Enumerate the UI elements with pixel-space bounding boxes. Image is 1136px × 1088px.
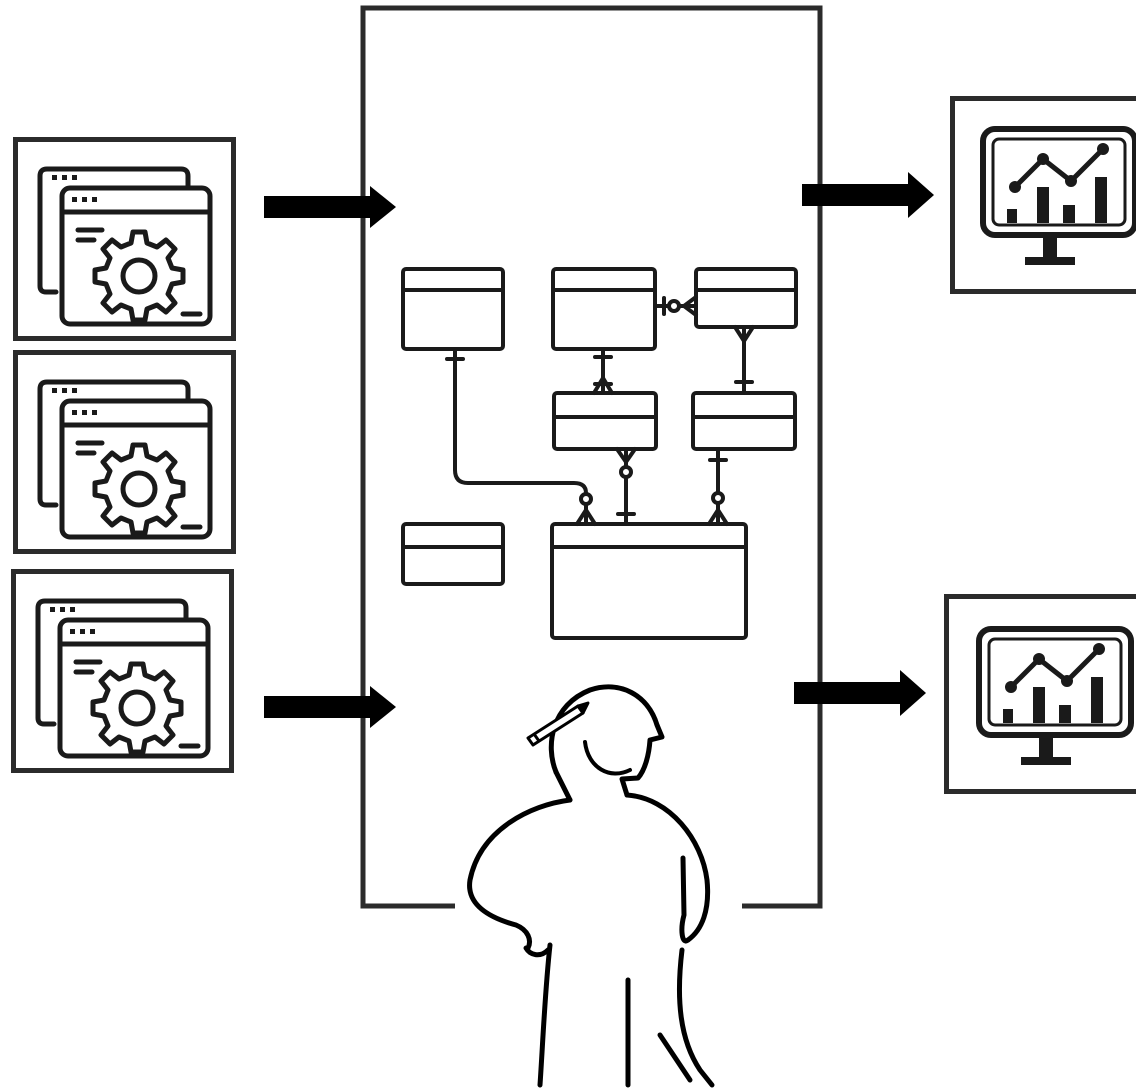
central-platform-frame: [360, 5, 823, 909]
source-app-box-1: [13, 137, 236, 341]
output-arrow-1: [802, 172, 934, 218]
input-arrow-2: [264, 686, 396, 728]
output-dashboard-box-1: [950, 96, 1136, 294]
entity-relationship-diagram-icon: [401, 267, 798, 640]
pencil-icon: [526, 701, 590, 747]
thinking-person-icon: [467, 684, 715, 1088]
app-settings-icon: [37, 166, 213, 327]
source-app-box-3: [11, 569, 234, 773]
output-dashboard-box-2: [944, 594, 1136, 794]
app-settings-icon: [35, 598, 211, 759]
output-arrow-2: [794, 670, 926, 716]
source-app-box-2: [13, 350, 236, 554]
input-arrow-1: [264, 186, 396, 228]
app-settings-icon: [37, 379, 213, 540]
analytics-monitor-icon: [976, 626, 1134, 765]
analytics-monitor-icon: [980, 126, 1136, 265]
